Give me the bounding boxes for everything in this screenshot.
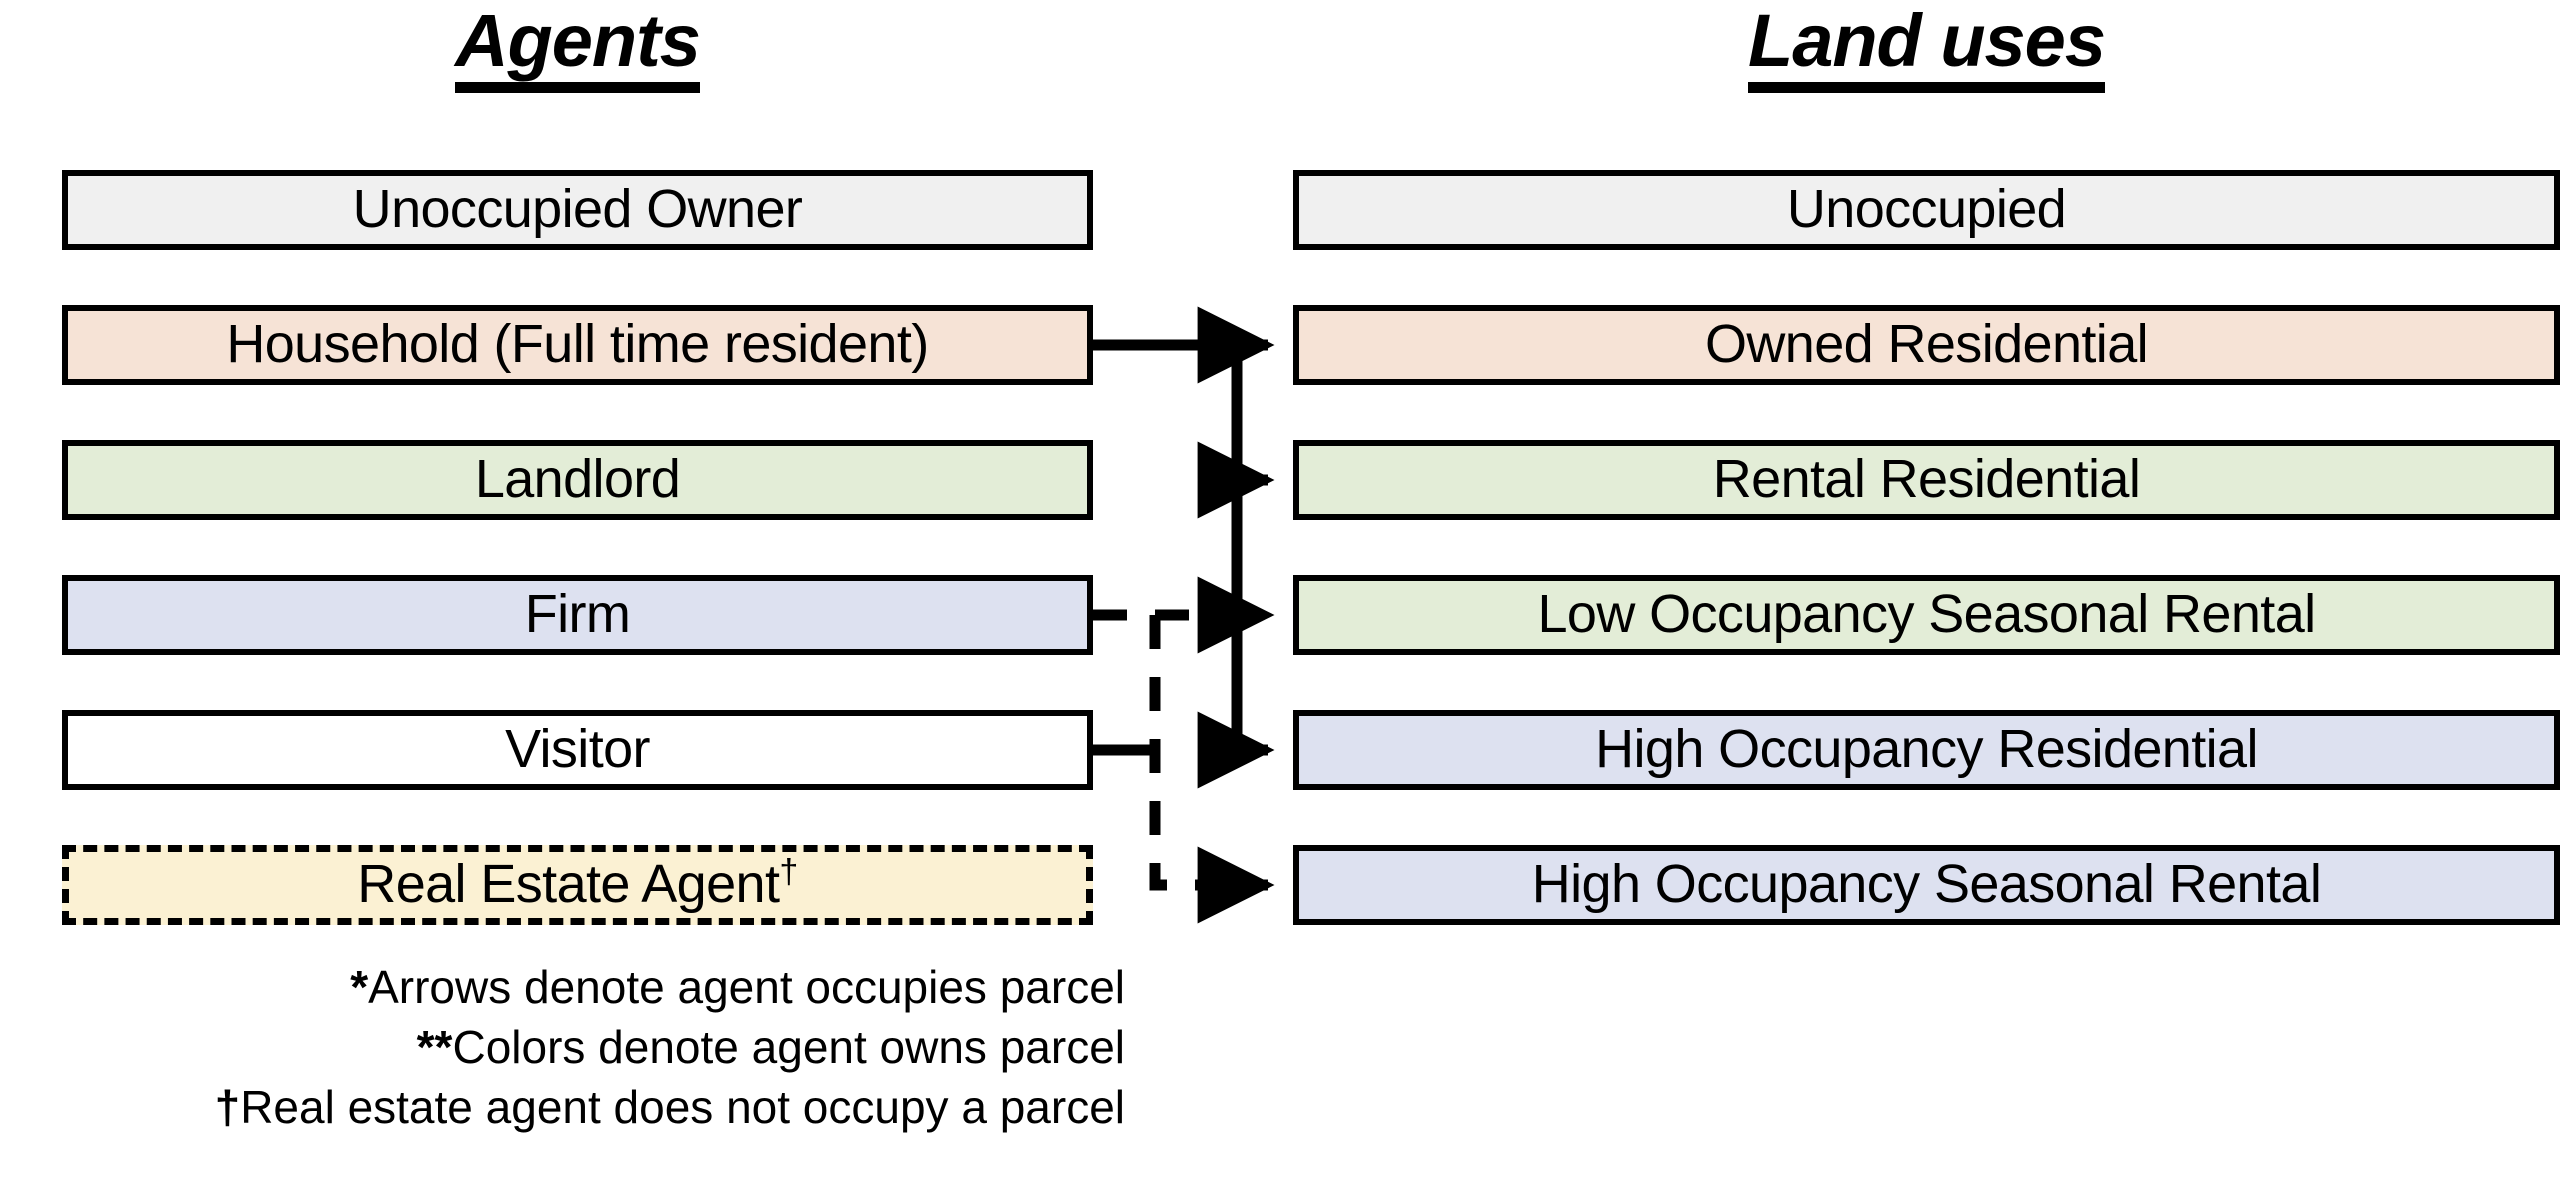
- footnote-arrows: *Arrows denote agent occupies parcel: [0, 958, 1125, 1018]
- footnote-colors-marker: **: [416, 1020, 453, 1073]
- footnote-real-estate-agent-marker: †: [214, 1080, 241, 1133]
- land-use-label-rental-residential: Rental Residential: [1712, 449, 2141, 510]
- column-heading-agents: Agents: [62, 4, 1093, 93]
- land-use-box-unoccupied[interactable]: Unoccupied: [1293, 170, 2560, 250]
- agent-label-landlord: Landlord: [474, 449, 681, 510]
- land-use-box-owned-residential[interactable]: Owned Residential: [1293, 305, 2560, 385]
- column-heading-land-uses: Land uses: [1293, 4, 2560, 93]
- column-heading-land-uses-label: Land uses: [1748, 4, 2106, 93]
- agent-label-firm: Firm: [524, 584, 631, 645]
- land-use-label-high-occupancy-seasonal-rental: High Occupancy Seasonal Rental: [1531, 854, 2322, 915]
- land-use-label-owned-residential: Owned Residential: [1704, 314, 2149, 375]
- footnote-arrows-marker: *: [350, 961, 369, 1013]
- land-use-label-high-occupancy-residential: High Occupancy Residential: [1595, 719, 2258, 780]
- dagger-footnote-marker: †: [779, 853, 798, 892]
- agent-box-landlord[interactable]: Landlord: [62, 440, 1093, 520]
- land-use-box-low-occupancy-seasonal-rental[interactable]: Low Occupancy Seasonal Rental: [1293, 575, 2560, 655]
- agent-label-real-estate-agent: Real Estate Agent†: [357, 854, 798, 915]
- footnote-arrows-text: Arrows denote agent occupies parcel: [368, 961, 1125, 1013]
- connector-firm-to-high-occupancy-seasonal-rental: [1149, 615, 1275, 924]
- agent-label-real-estate-agent-text: Real Estate Agent: [357, 854, 780, 915]
- column-heading-agents-label: Agents: [455, 4, 701, 93]
- land-use-box-high-occupancy-seasonal-rental[interactable]: High Occupancy Seasonal Rental: [1293, 845, 2560, 925]
- agent-label-household: Household (Full time resident): [226, 314, 929, 375]
- footnote-colors-text: Colors denote agent owns parcel: [452, 1020, 1125, 1073]
- agent-label-visitor: Visitor: [505, 719, 650, 780]
- agent-box-visitor[interactable]: Visitor: [62, 710, 1093, 790]
- footnote-colors: **Colors denote agent owns parcel: [0, 1018, 1125, 1078]
- land-use-label-low-occupancy-seasonal-rental: Low Occupancy Seasonal Rental: [1537, 584, 2316, 645]
- agent-box-unoccupied-owner[interactable]: Unoccupied Owner: [62, 170, 1093, 250]
- footnotes: *Arrows denote agent occupies parcel **C…: [0, 958, 1125, 1137]
- land-use-box-rental-residential[interactable]: Rental Residential: [1293, 440, 2560, 520]
- footnote-real-estate-agent-text: Real estate agent does not occupy a parc…: [240, 1080, 1125, 1133]
- agent-box-firm[interactable]: Firm: [62, 575, 1093, 655]
- footnote-real-estate-agent: †Real estate agent does not occupy a par…: [0, 1078, 1125, 1138]
- land-use-label-unoccupied: Unoccupied: [1786, 179, 2067, 240]
- land-use-box-high-occupancy-residential[interactable]: High Occupancy Residential: [1293, 710, 2560, 790]
- agent-box-real-estate-agent[interactable]: Real Estate Agent†: [62, 845, 1093, 925]
- agent-box-household[interactable]: Household (Full time resident): [62, 305, 1093, 385]
- agent-label-unoccupied-owner: Unoccupied Owner: [352, 179, 803, 240]
